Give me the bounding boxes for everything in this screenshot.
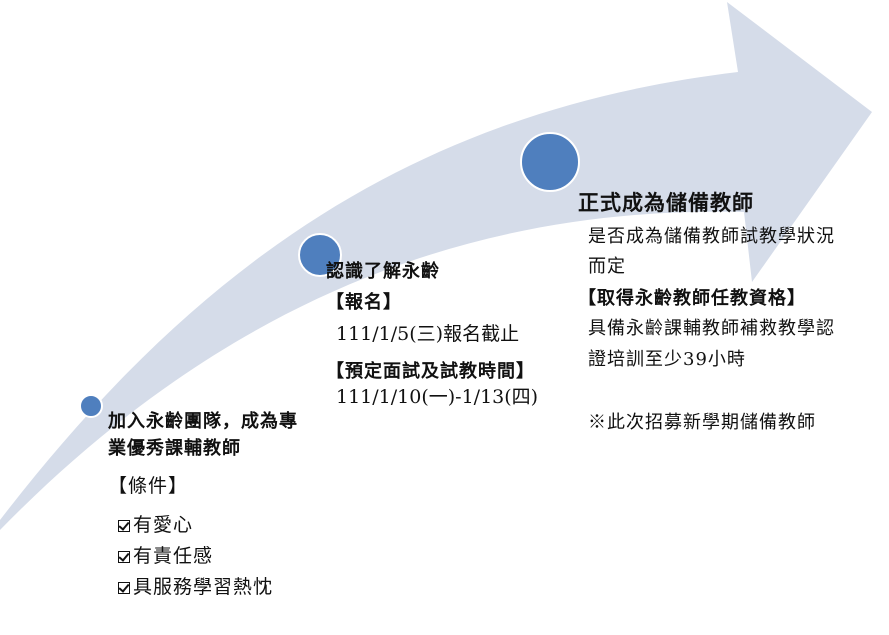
stage-2-title: 認識了解永齡 [326, 261, 440, 282]
qualify-line-1: 具備永齡課輔教師補救教學認 [588, 318, 835, 339]
recruit-note: ※此次招募新學期儲備教師 [588, 412, 816, 433]
stage-1-circle [79, 394, 103, 418]
stage-1-title-line-1: 加入永齡團隊，成為專 [108, 411, 298, 432]
condition-item: 具服務學習熱忱 [118, 578, 273, 597]
stage-3-title: 正式成為儲備教師 [578, 190, 754, 215]
interview-date: 111/1/10(一)-1/13(四) [336, 386, 539, 408]
condition-item: 有責任感 [118, 547, 213, 566]
signup-label: 【報名】 [326, 292, 402, 313]
stage-3-desc-line-1: 是否成為儲備教師試教學狀況 [588, 226, 835, 247]
stage-1-title-line-2: 業優秀課輔教師 [108, 438, 241, 459]
interview-label: 【預定面試及試教時間】 [326, 361, 535, 382]
qualify-line-2: 證培訓至少39小時 [588, 349, 746, 370]
checkbox-checked-icon [118, 581, 130, 594]
stage-2-circle [298, 233, 342, 277]
stage-3-desc-line-2: 而定 [588, 256, 626, 277]
curved-arrow [0, 2, 872, 530]
checkbox-checked-icon [118, 550, 130, 563]
signup-date: 111/1/5(三)報名截止 [336, 323, 520, 345]
conditions-label: 【條件】 [108, 475, 189, 497]
checkbox-checked-icon [118, 519, 130, 532]
qualify-label: 【取得永齡教師任教資格】 [578, 288, 806, 309]
condition-item: 有愛心 [118, 516, 193, 535]
stage-3-circle [520, 132, 580, 192]
